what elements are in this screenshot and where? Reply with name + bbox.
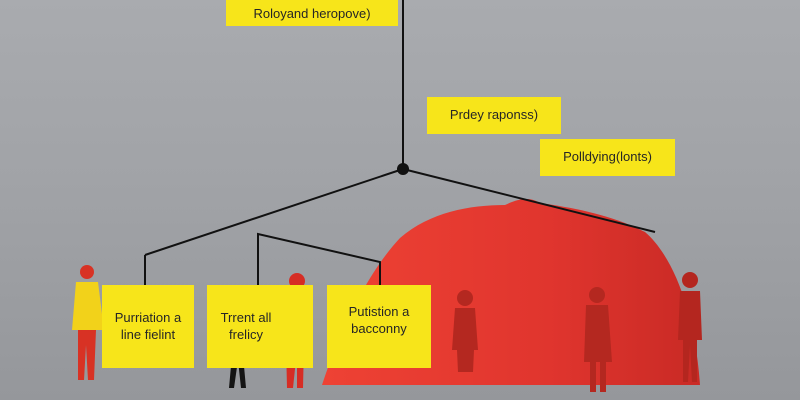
label-middle-1: Prdey raponss) <box>427 97 561 134</box>
label-box-1: Purriation a line fielint <box>102 285 194 368</box>
label-box-2: Trrent all frelicy <box>207 285 313 368</box>
connector-lines <box>144 0 656 285</box>
label-top: Roloyand heropove) <box>226 0 398 26</box>
person-red-shadow-2 <box>584 287 612 392</box>
connector-middle-bracket <box>257 232 381 285</box>
person-yellow-jacket <box>72 265 104 380</box>
connector-left-branch <box>144 168 404 256</box>
person-red-right <box>678 272 702 382</box>
person-red-shadow-1 <box>452 290 478 372</box>
connector-junction-dot <box>397 163 409 175</box>
label-box-3: Putistion a bacconny <box>327 285 431 368</box>
label-middle-2: Polldying(lonts) <box>540 139 675 176</box>
connector-right-branch <box>402 168 656 233</box>
